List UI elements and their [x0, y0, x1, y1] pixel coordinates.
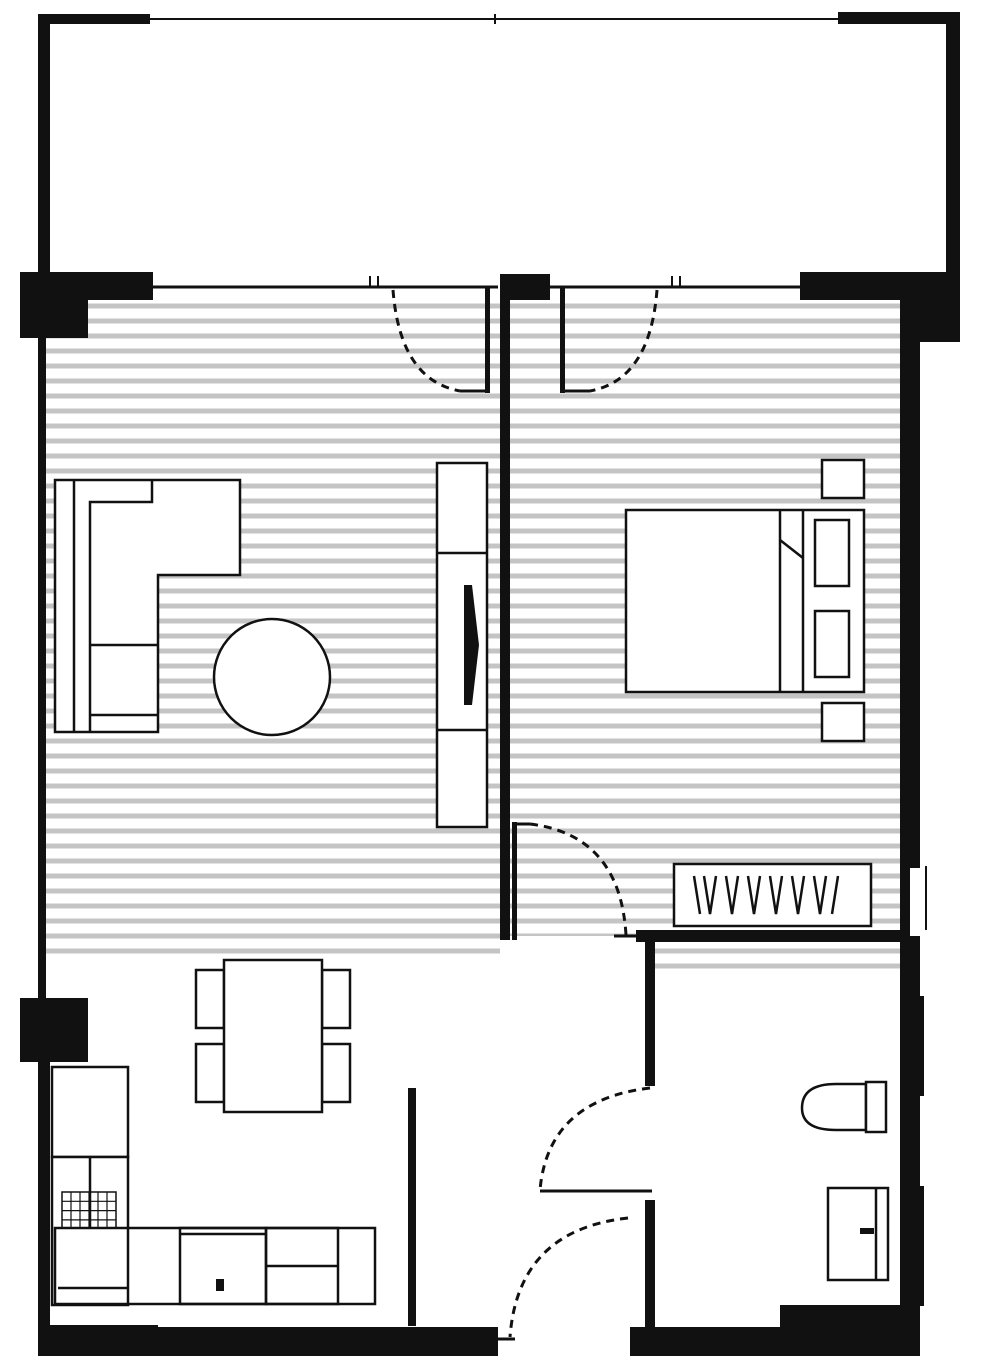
nightstand-top	[820, 458, 866, 500]
balcony-sliding-door-right	[550, 276, 800, 393]
kitchen-counter	[50, 1065, 377, 1307]
sink-tap	[216, 1279, 224, 1291]
l-shaped-sofa	[53, 478, 242, 734]
bedroom-floor-hatch-extension	[655, 936, 902, 969]
pillow	[813, 609, 851, 679]
nightstand-bottom	[820, 701, 866, 743]
dining-table	[194, 958, 352, 1114]
bathroom-vanity	[826, 1186, 890, 1282]
basin-tap	[860, 1228, 874, 1234]
toilet	[800, 1080, 888, 1134]
pillow	[813, 518, 851, 588]
interior-walls	[408, 296, 902, 1341]
round-coffee-table	[212, 617, 332, 737]
television	[464, 585, 479, 705]
wardrobe	[672, 862, 873, 928]
tv-cabinet	[435, 461, 489, 829]
balcony-sliding-door-left	[153, 276, 498, 393]
exterior-walls	[20, 272, 960, 1356]
balcony	[38, 12, 960, 342]
double-bed	[624, 508, 866, 694]
